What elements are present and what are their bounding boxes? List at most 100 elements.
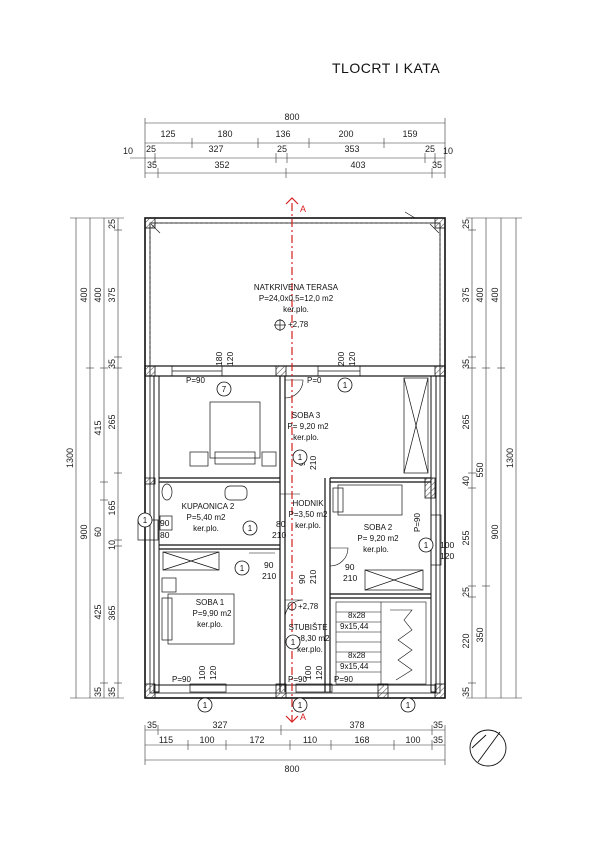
dim-right-b: 375 bbox=[461, 287, 471, 302]
left-dimensions bbox=[70, 217, 124, 699]
room-floor-kupaonica: ker.plo. bbox=[193, 524, 219, 533]
room-area-soba3: P= 9,20 m2 bbox=[287, 422, 329, 431]
dim-top-r1: 136 bbox=[275, 129, 290, 139]
opening-height: 120 bbox=[225, 352, 235, 366]
room-name-kupaonica: KUPAONICA 2 bbox=[182, 502, 235, 511]
windows bbox=[137, 365, 442, 693]
dim-right-b: 255 bbox=[461, 530, 471, 545]
dim-bottom-r1: 378 bbox=[349, 720, 364, 730]
beds bbox=[161, 401, 403, 645]
window-height: 120 bbox=[440, 551, 454, 561]
dim-top-r2: 327 bbox=[208, 144, 223, 154]
marker-label: 1 bbox=[424, 541, 429, 550]
marker-label: 1 bbox=[291, 638, 296, 647]
circle-markers bbox=[137, 377, 434, 713]
level-stubiste: +2,78 bbox=[298, 602, 319, 611]
dim-left-b: 35 bbox=[93, 687, 103, 697]
dim-top-r1: 125 bbox=[160, 129, 175, 139]
bath-fixtures bbox=[159, 483, 248, 531]
dim-bottom-r2: 100 bbox=[199, 735, 214, 745]
room-area-terasa: P=24,0x0,5=12,0 m2 bbox=[259, 294, 334, 303]
dim-top-r2: 10 bbox=[123, 146, 133, 156]
window-height: 120 bbox=[208, 666, 218, 680]
dim-left-small: 25 bbox=[107, 219, 117, 229]
north-arrow-icon bbox=[469, 729, 507, 767]
dim-top-r1: 159 bbox=[402, 129, 417, 139]
room-floor-soba1: ker.plo. bbox=[197, 620, 223, 629]
sill-height: P=90 bbox=[186, 376, 205, 385]
bottom-dimension-labels: 35 327 378 35 115 100 172 110 168 100 35… bbox=[147, 720, 443, 774]
dim-top-r1: 180 bbox=[217, 129, 232, 139]
dim-right-a: 400 bbox=[475, 287, 485, 302]
sill-height: P=90 bbox=[288, 675, 307, 684]
dim-bottom-r2: 110 bbox=[303, 735, 317, 745]
dim-top-total: 800 bbox=[284, 112, 299, 122]
window-width: 100 bbox=[197, 666, 207, 680]
dim-bottom-total: 800 bbox=[284, 764, 299, 774]
room-area-kupaonica: P=5,40 m2 bbox=[187, 513, 226, 522]
opening-height: 120 bbox=[347, 352, 357, 366]
dim-bottom-r1: 327 bbox=[212, 720, 227, 730]
dim-left-c: 35 bbox=[107, 359, 117, 369]
stair-spec: 8x28 bbox=[348, 611, 366, 620]
marker-label: 1 bbox=[406, 701, 411, 710]
dim-top-r2: 25 bbox=[146, 144, 156, 154]
dim-left-c: 35 bbox=[107, 687, 117, 697]
level-marker bbox=[274, 319, 297, 611]
door-width: 90 bbox=[264, 560, 274, 570]
sill-height: P=90 bbox=[413, 513, 422, 532]
dim-bottom-r1: 35 bbox=[147, 720, 157, 730]
marker-label: 1 bbox=[240, 564, 245, 573]
room-floor-stubiste: ker.plo. bbox=[297, 645, 323, 654]
room-name-terasa: NATKRIVENA TERASA bbox=[254, 283, 339, 292]
dim-right-total: 1300 bbox=[505, 448, 515, 468]
window-width: 90 bbox=[160, 518, 170, 528]
terrace-posts bbox=[150, 211, 440, 234]
door-width: 90 bbox=[297, 574, 307, 584]
dim-right-small: 25 bbox=[461, 219, 471, 229]
dim-left-total: 1300 bbox=[65, 448, 75, 468]
dim-right-b: 35 bbox=[461, 359, 471, 369]
dim-left-b: 60 bbox=[93, 527, 103, 537]
door-width: 90 bbox=[345, 562, 355, 572]
dim-left-c: 10 bbox=[107, 540, 117, 550]
door-width: 80 bbox=[276, 519, 286, 529]
stair-spec: 9x15,44 bbox=[340, 662, 369, 671]
dim-right-a: 400 bbox=[490, 287, 500, 302]
door-height: 210 bbox=[308, 570, 318, 584]
stairs bbox=[335, 601, 427, 685]
room-name-stubiste: STUBIŠTE bbox=[288, 623, 327, 632]
dim-top-r1: 200 bbox=[338, 129, 353, 139]
dim-left-b: 400 bbox=[93, 287, 103, 302]
stair-spec: 8x28 bbox=[348, 651, 366, 660]
room-floor-soba3: ker.plo. bbox=[293, 433, 319, 442]
dim-left-c: 375 bbox=[107, 287, 117, 302]
dim-right-b: 265 bbox=[461, 414, 471, 429]
room-name-soba1: SOBA 1 bbox=[196, 598, 225, 607]
left-dimension-labels: 1300 400 900 400 415 60 425 35 25 375 35… bbox=[65, 219, 117, 697]
room-floor-hodnik: ker.plo. bbox=[295, 521, 321, 530]
window-height: 80 bbox=[160, 530, 170, 540]
stair-spec: 9x15,44 bbox=[340, 622, 369, 631]
room-floor-terasa: ker.plo. bbox=[283, 305, 309, 314]
level-terasa: +2,78 bbox=[288, 320, 309, 329]
room-name-soba3: SOBA 3 bbox=[292, 411, 321, 420]
dim-top-r3: 352 bbox=[214, 160, 229, 170]
sill-height: P=90 bbox=[334, 675, 353, 684]
dim-bottom-r2: 35 bbox=[433, 735, 443, 745]
dim-bottom-r2: 172 bbox=[249, 735, 264, 745]
dim-left-b: 415 bbox=[93, 420, 103, 435]
door-height: 210 bbox=[308, 456, 318, 470]
dim-top-r3: 403 bbox=[350, 160, 365, 170]
top-dimension-labels: 800 125 180 136 200 159 10 25 327 25 353… bbox=[123, 112, 453, 170]
room-area-soba2: P= 9,20 m2 bbox=[357, 534, 399, 543]
window-width: 100 bbox=[440, 540, 454, 550]
window-height: 120 bbox=[314, 666, 324, 680]
dim-top-r2: 10 bbox=[443, 146, 453, 156]
marker-label: 1 bbox=[298, 453, 303, 462]
dim-top-r3: 35 bbox=[147, 160, 157, 170]
columns bbox=[144, 217, 446, 699]
room-area-soba1: P=9,90 m2 bbox=[193, 609, 232, 618]
room-name-soba2: SOBA 2 bbox=[364, 523, 393, 532]
top-dimensions bbox=[130, 118, 446, 178]
